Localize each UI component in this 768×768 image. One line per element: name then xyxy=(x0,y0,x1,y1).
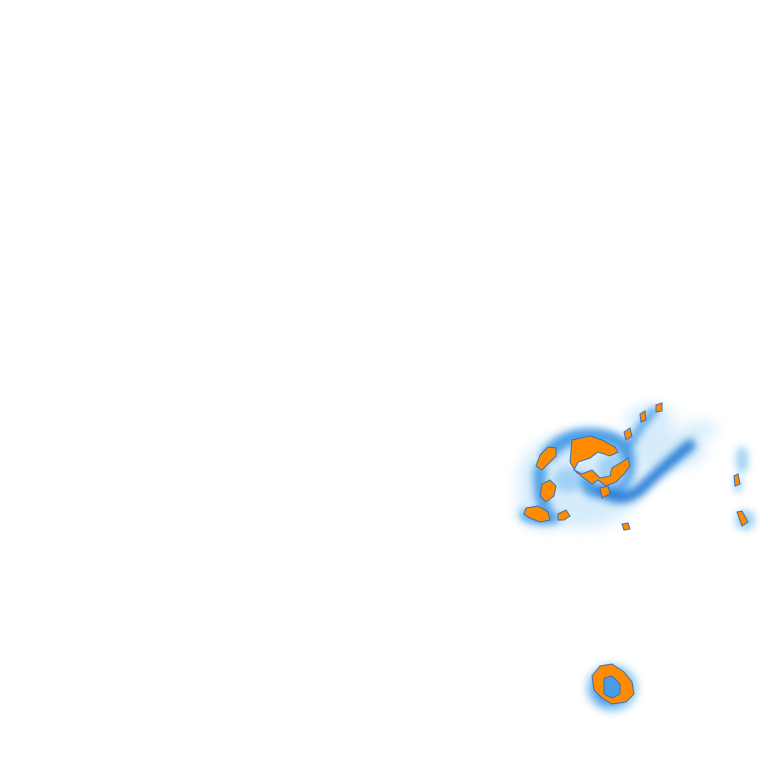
storm-cell-south xyxy=(586,663,638,712)
core-ring xyxy=(591,663,635,705)
core-cell xyxy=(655,402,663,413)
core-cell xyxy=(621,522,631,531)
core-cell xyxy=(557,509,571,521)
core-cell xyxy=(639,410,647,423)
core-cell xyxy=(569,435,631,487)
core-cell xyxy=(623,427,633,441)
core-cell xyxy=(736,510,749,527)
core-cell xyxy=(733,473,741,487)
core-cell xyxy=(523,505,551,523)
storm-cluster-main xyxy=(515,402,718,531)
core-cell xyxy=(535,446,557,471)
core-cell xyxy=(539,479,557,503)
core-cell xyxy=(599,485,611,499)
storm-cluster-east xyxy=(733,446,755,530)
intense-core-layer xyxy=(523,402,663,531)
